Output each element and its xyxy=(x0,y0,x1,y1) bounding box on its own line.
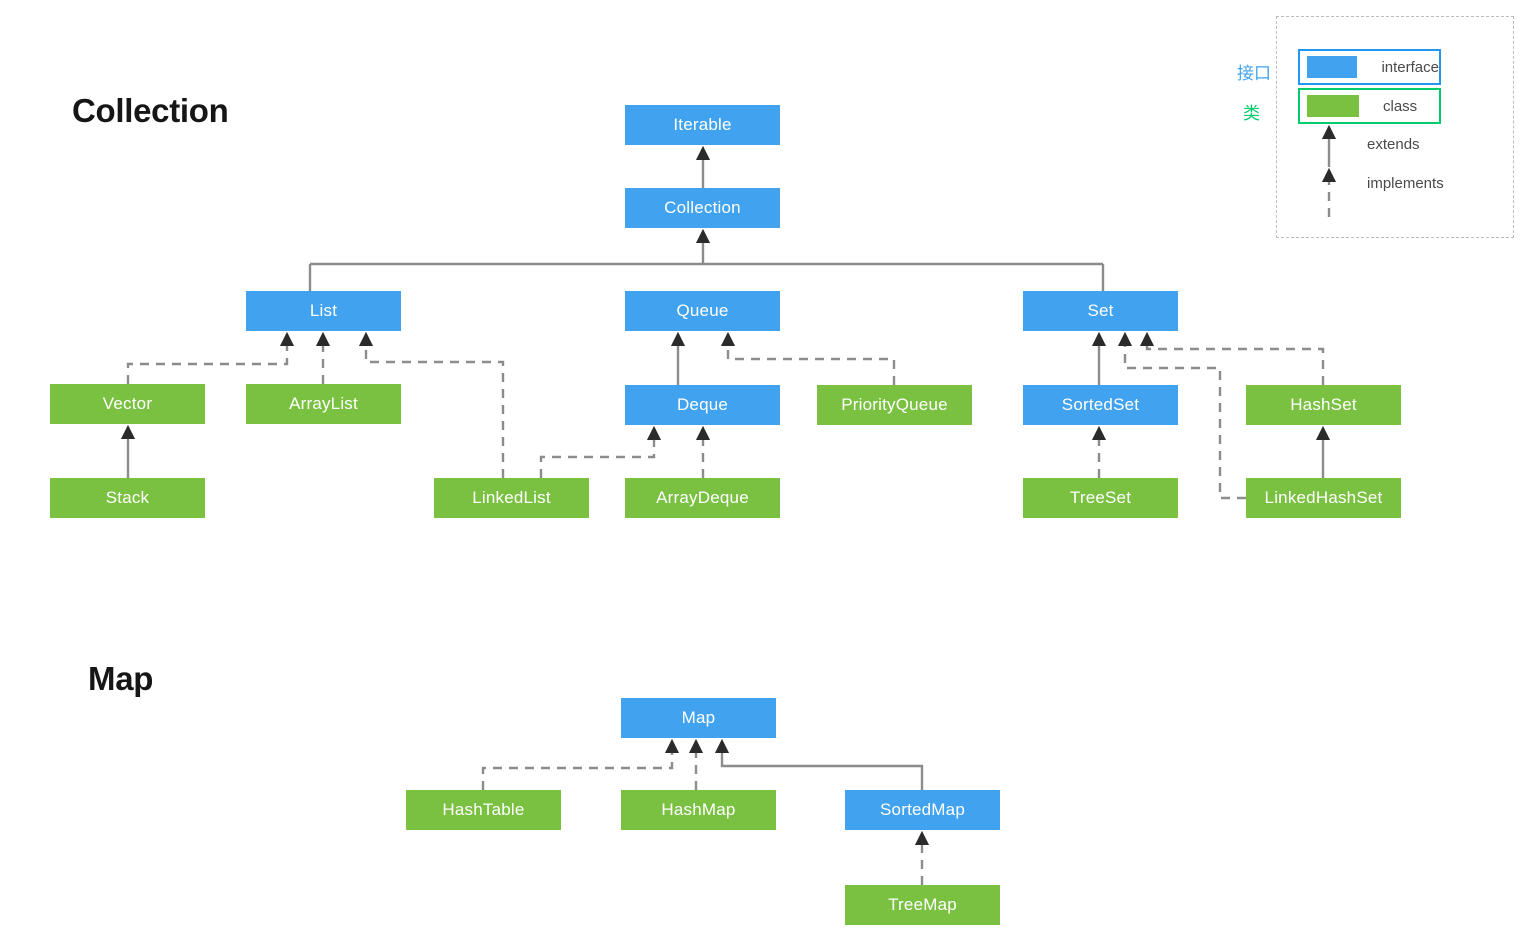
node-map[interactable]: Map xyxy=(621,698,776,738)
legend-cn-interface: 接口 xyxy=(1237,64,1271,83)
node-linkedlist[interactable]: LinkedList xyxy=(434,478,589,518)
edge-linkedlist-deque xyxy=(539,425,662,478)
class-swatch-icon xyxy=(1307,95,1359,117)
node-iterable[interactable]: Iterable xyxy=(625,105,780,145)
node-treeset[interactable]: TreeSet xyxy=(1023,478,1178,518)
node-sortedset[interactable]: SortedSet xyxy=(1023,385,1178,425)
legend-label-class: class xyxy=(1383,97,1418,115)
node-deque[interactable]: Deque xyxy=(625,385,780,425)
edge-priorityqueue-queue xyxy=(720,331,896,385)
edge-vector-list xyxy=(126,331,295,384)
edge-hashset-set xyxy=(1139,331,1325,385)
node-set[interactable]: Set xyxy=(1023,291,1178,331)
node-arraylist[interactable]: ArrayList xyxy=(246,384,401,424)
node-vector[interactable]: Vector xyxy=(50,384,205,424)
node-hashtable[interactable]: HashTable xyxy=(406,790,561,830)
node-arraydeque[interactable]: ArrayDeque xyxy=(625,478,780,518)
edge-sortedmap-map xyxy=(714,738,924,790)
node-collection[interactable]: Collection xyxy=(625,188,780,228)
node-stack[interactable]: Stack xyxy=(50,478,205,518)
legend-label-interface: interface xyxy=(1381,58,1439,76)
node-hashset[interactable]: HashSet xyxy=(1246,385,1401,425)
node-priorityqueue[interactable]: PriorityQueue xyxy=(817,385,972,425)
node-list[interactable]: List xyxy=(246,291,401,331)
node-hashmap[interactable]: HashMap xyxy=(621,790,776,830)
section-title-map: Map xyxy=(88,660,154,697)
edge-hashtable-map xyxy=(481,738,680,790)
section-title-collection: Collection xyxy=(72,92,229,129)
node-treemap[interactable]: TreeMap xyxy=(845,885,1000,925)
legend-cn-class: 类 xyxy=(1243,104,1260,123)
node-queue[interactable]: Queue xyxy=(625,291,780,331)
node-linkedhashset[interactable]: LinkedHashSet xyxy=(1246,478,1401,518)
legend-panel: 接口 类 interface class extends implements xyxy=(1237,16,1514,238)
node-sortedmap[interactable]: SortedMap xyxy=(845,790,1000,830)
legend-row-class: class xyxy=(1298,88,1441,124)
interface-swatch-icon xyxy=(1307,56,1358,78)
legend-row-interface: interface xyxy=(1298,49,1441,85)
legend-edge-samples xyxy=(1321,124,1337,217)
legend-label-extends: extends xyxy=(1367,136,1420,153)
legend-label-implements: implements xyxy=(1367,175,1444,192)
